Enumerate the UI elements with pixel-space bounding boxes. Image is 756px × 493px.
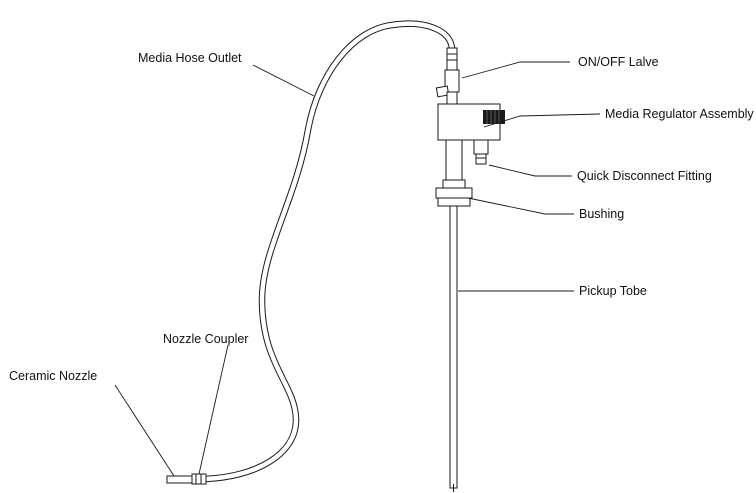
valve-assembly <box>435 47 505 492</box>
hose-ferrule <box>446 47 458 71</box>
pickup-tube-body <box>449 205 458 489</box>
quick-disconnect <box>473 139 489 155</box>
leader-on-off-valve <box>461 61 570 79</box>
ceramic-nozzle-body <box>166 475 193 484</box>
leader-bushing <box>467 197 574 215</box>
leader-media-hose-outlet <box>252 64 315 97</box>
callout-labels: Media Hose Outlet ON/OFF Lalve Media Reg… <box>9 51 754 383</box>
regulator-knob <box>483 110 505 124</box>
label-ceramic-nozzle: Ceramic Nozzle <box>9 369 97 383</box>
label-bushing: Bushing <box>579 207 624 221</box>
media-hose <box>204 20 456 483</box>
bushing-body <box>435 187 473 199</box>
valve-handle <box>435 85 450 98</box>
lower-body <box>445 139 463 181</box>
leader-ceramic-nozzle <box>114 384 175 477</box>
leader-lines <box>114 61 601 477</box>
label-on-off-valve: ON/OFF Lalve <box>578 55 659 69</box>
label-quick-disconnect-fitting: Quick Disconnect Fitting <box>577 169 712 183</box>
nozzle-assembly <box>166 473 207 485</box>
label-pickup-tube: Pickup Tobe <box>579 284 647 298</box>
label-media-regulator-assembly: Media Regulator Assembly <box>605 107 754 121</box>
leader-media-regulator <box>483 113 601 128</box>
leader-nozzle-coupler <box>198 344 229 475</box>
leader-quick-disconnect <box>488 164 572 177</box>
label-nozzle-coupler: Nozzle Coupler <box>163 332 248 346</box>
nozzle-coupler-body <box>191 473 207 485</box>
label-media-hose-outlet: Media Hose Outlet <box>138 51 242 65</box>
